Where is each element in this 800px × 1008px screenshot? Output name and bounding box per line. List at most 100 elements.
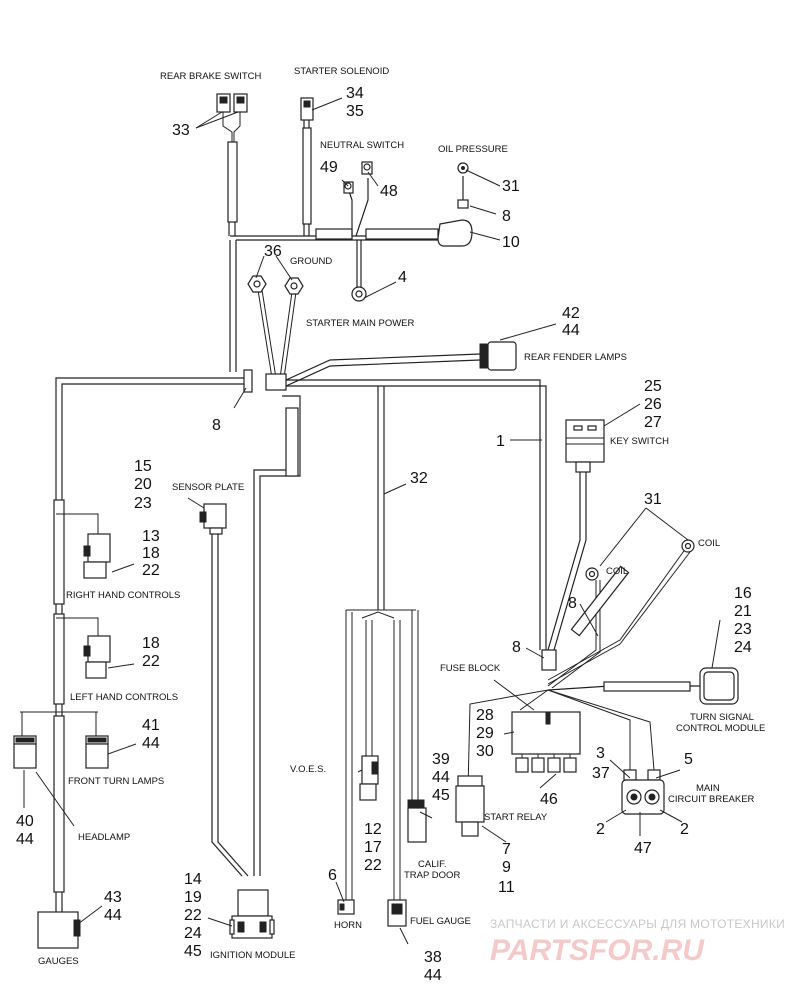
label-gauges: GAUGES: [38, 956, 79, 967]
label-starter-main-power: STARTER MAIN POWER: [306, 318, 415, 329]
callout-44f: 44: [424, 967, 442, 984]
callout-17: 17: [364, 839, 382, 856]
main-junction-connector: [243, 369, 287, 393]
label-turn-signal-line2: CONTROL MODULE: [676, 723, 765, 734]
label-front-turn-lamps: FRONT TURN LAMPS: [68, 776, 164, 787]
label-main-cb-line2: CIRCUIT BREAKER: [668, 794, 755, 805]
callout-23a: 23: [134, 495, 152, 512]
callout-21: 21: [734, 603, 752, 620]
label-headlamp: HEADLAMP: [78, 832, 130, 843]
callout-22a: 22: [142, 562, 160, 579]
callout-44c: 44: [432, 769, 450, 786]
callout-9: 9: [502, 859, 511, 876]
callout-26: 26: [644, 396, 662, 413]
label-fuel-gauge: FUEL GAUGE: [410, 916, 471, 927]
callout-12: 12: [364, 821, 382, 838]
callout-22c: 22: [364, 857, 382, 874]
starter-solenoid-connector: [300, 97, 314, 121]
callout-3: 3: [596, 745, 605, 762]
label-horn: HORN: [334, 920, 362, 931]
callout-11: 11: [498, 879, 515, 896]
fuse-block: [511, 649, 581, 773]
callout-1: 1: [496, 433, 505, 450]
callout-10: 10: [502, 234, 520, 251]
label-calif-line1: CALIF.: [418, 859, 447, 870]
callout-2b: 2: [680, 821, 689, 838]
label-sensor-plate: SENSOR PLATE: [172, 482, 244, 493]
callout-13: 13: [142, 528, 160, 545]
label-voes: V.O.E.S.: [290, 764, 326, 775]
callout-14: 14: [184, 871, 202, 888]
label-coil-b: COIL: [606, 566, 628, 577]
callout-45b: 45: [184, 943, 202, 960]
front-turn-lamps-connectors: [13, 735, 109, 769]
callout-18b: 18: [142, 635, 160, 652]
callout-18a: 18: [142, 545, 160, 562]
callout-44d: 44: [16, 831, 34, 848]
callout-22d: 22: [184, 907, 202, 924]
label-start-relay: START RELAY: [484, 812, 548, 823]
callout-29: 29: [476, 725, 494, 742]
callout-30: 30: [476, 743, 494, 760]
callout-27: 27: [644, 414, 662, 431]
callout-7: 7: [502, 841, 511, 858]
callout-40: 40: [16, 813, 34, 830]
callout-35: 35: [346, 103, 364, 120]
callout-19: 19: [184, 889, 202, 906]
callout-15: 15: [134, 458, 152, 475]
gauges-connector: [37, 911, 81, 949]
callout-44b: 44: [142, 735, 160, 752]
callout-5: 5: [684, 751, 693, 768]
callout-43: 43: [104, 889, 122, 906]
rear-brake-switch-connector: [216, 93, 248, 142]
label-neutral-switch: NEUTRAL SWITCH: [320, 140, 404, 151]
callout-48: 48: [380, 183, 398, 200]
callout-31b: 31: [644, 491, 662, 508]
callout-42: 42: [562, 305, 580, 322]
label-rear-brake-switch: REAR BRAKE SWITCH: [160, 71, 261, 82]
label-right-hand-controls: RIGHT HAND CONTROLS: [66, 590, 180, 601]
watermark-tagline: ЗАПЧАСТИ И АКСЕССУАРЫ ДЛЯ МОТОТЕХНИКИ: [490, 917, 785, 931]
ground-terminals: [247, 275, 304, 295]
label-rear-fender-lamps: REAR FENDER LAMPS: [524, 352, 627, 363]
left-hand-controls-connector: [83, 635, 111, 679]
horn-connector: [337, 899, 355, 915]
callout-8c: 8: [568, 595, 577, 612]
callout-6: 6: [328, 867, 337, 884]
callout-47: 47: [634, 840, 652, 857]
callout-46: 46: [540, 791, 558, 808]
voes-connector: [359, 755, 379, 801]
callout-24a: 24: [734, 639, 752, 656]
callout-32: 32: [410, 470, 428, 487]
label-turn-signal-line1: TURN SIGNAL: [690, 712, 754, 723]
callout-8b: 8: [212, 417, 221, 434]
label-coil-a: COIL: [698, 538, 720, 549]
starter-main-power-terminal: [351, 286, 367, 302]
callout-25: 25: [644, 378, 662, 395]
callout-2a: 2: [596, 821, 605, 838]
rear-fender-lamps-connector: [479, 341, 517, 371]
callout-38: 38: [424, 949, 442, 966]
fuel-gauge-connector: [387, 899, 407, 927]
calif-trap-door-connector: [407, 799, 427, 843]
callout-22b: 22: [142, 653, 160, 670]
label-ground: GROUND: [290, 256, 332, 267]
callout-16: 16: [734, 585, 752, 602]
callout-39: 39: [432, 751, 450, 768]
leader-lines: [23, 97, 721, 945]
main-circuit-breaker: [621, 769, 665, 815]
component-labels: REAR BRAKE SWITCH STARTER SOLENOID NEUTR…: [38, 66, 765, 967]
label-calif-line2: TRAP DOOR: [404, 870, 460, 881]
oil-pressure-sender: [437, 162, 473, 247]
callout-37: 37: [592, 765, 610, 782]
sensor-plate-connector: [199, 503, 227, 535]
watermark-logo: PARTSFOR.RU: [490, 934, 705, 967]
turn-signal-control-module: [699, 667, 739, 705]
callout-numbers: 33 34 35 49 48 31 8 10 36 4 42 44 8 25 2…: [16, 85, 752, 984]
label-left-hand-controls: LEFT HAND CONTROLS: [70, 692, 178, 703]
callout-34: 34: [346, 85, 364, 102]
label-oil-pressure: OIL PRESSURE: [438, 144, 508, 155]
label-key-switch: KEY SWITCH: [610, 436, 669, 447]
coil-terminals: [585, 539, 695, 581]
callout-45a: 45: [432, 787, 450, 804]
